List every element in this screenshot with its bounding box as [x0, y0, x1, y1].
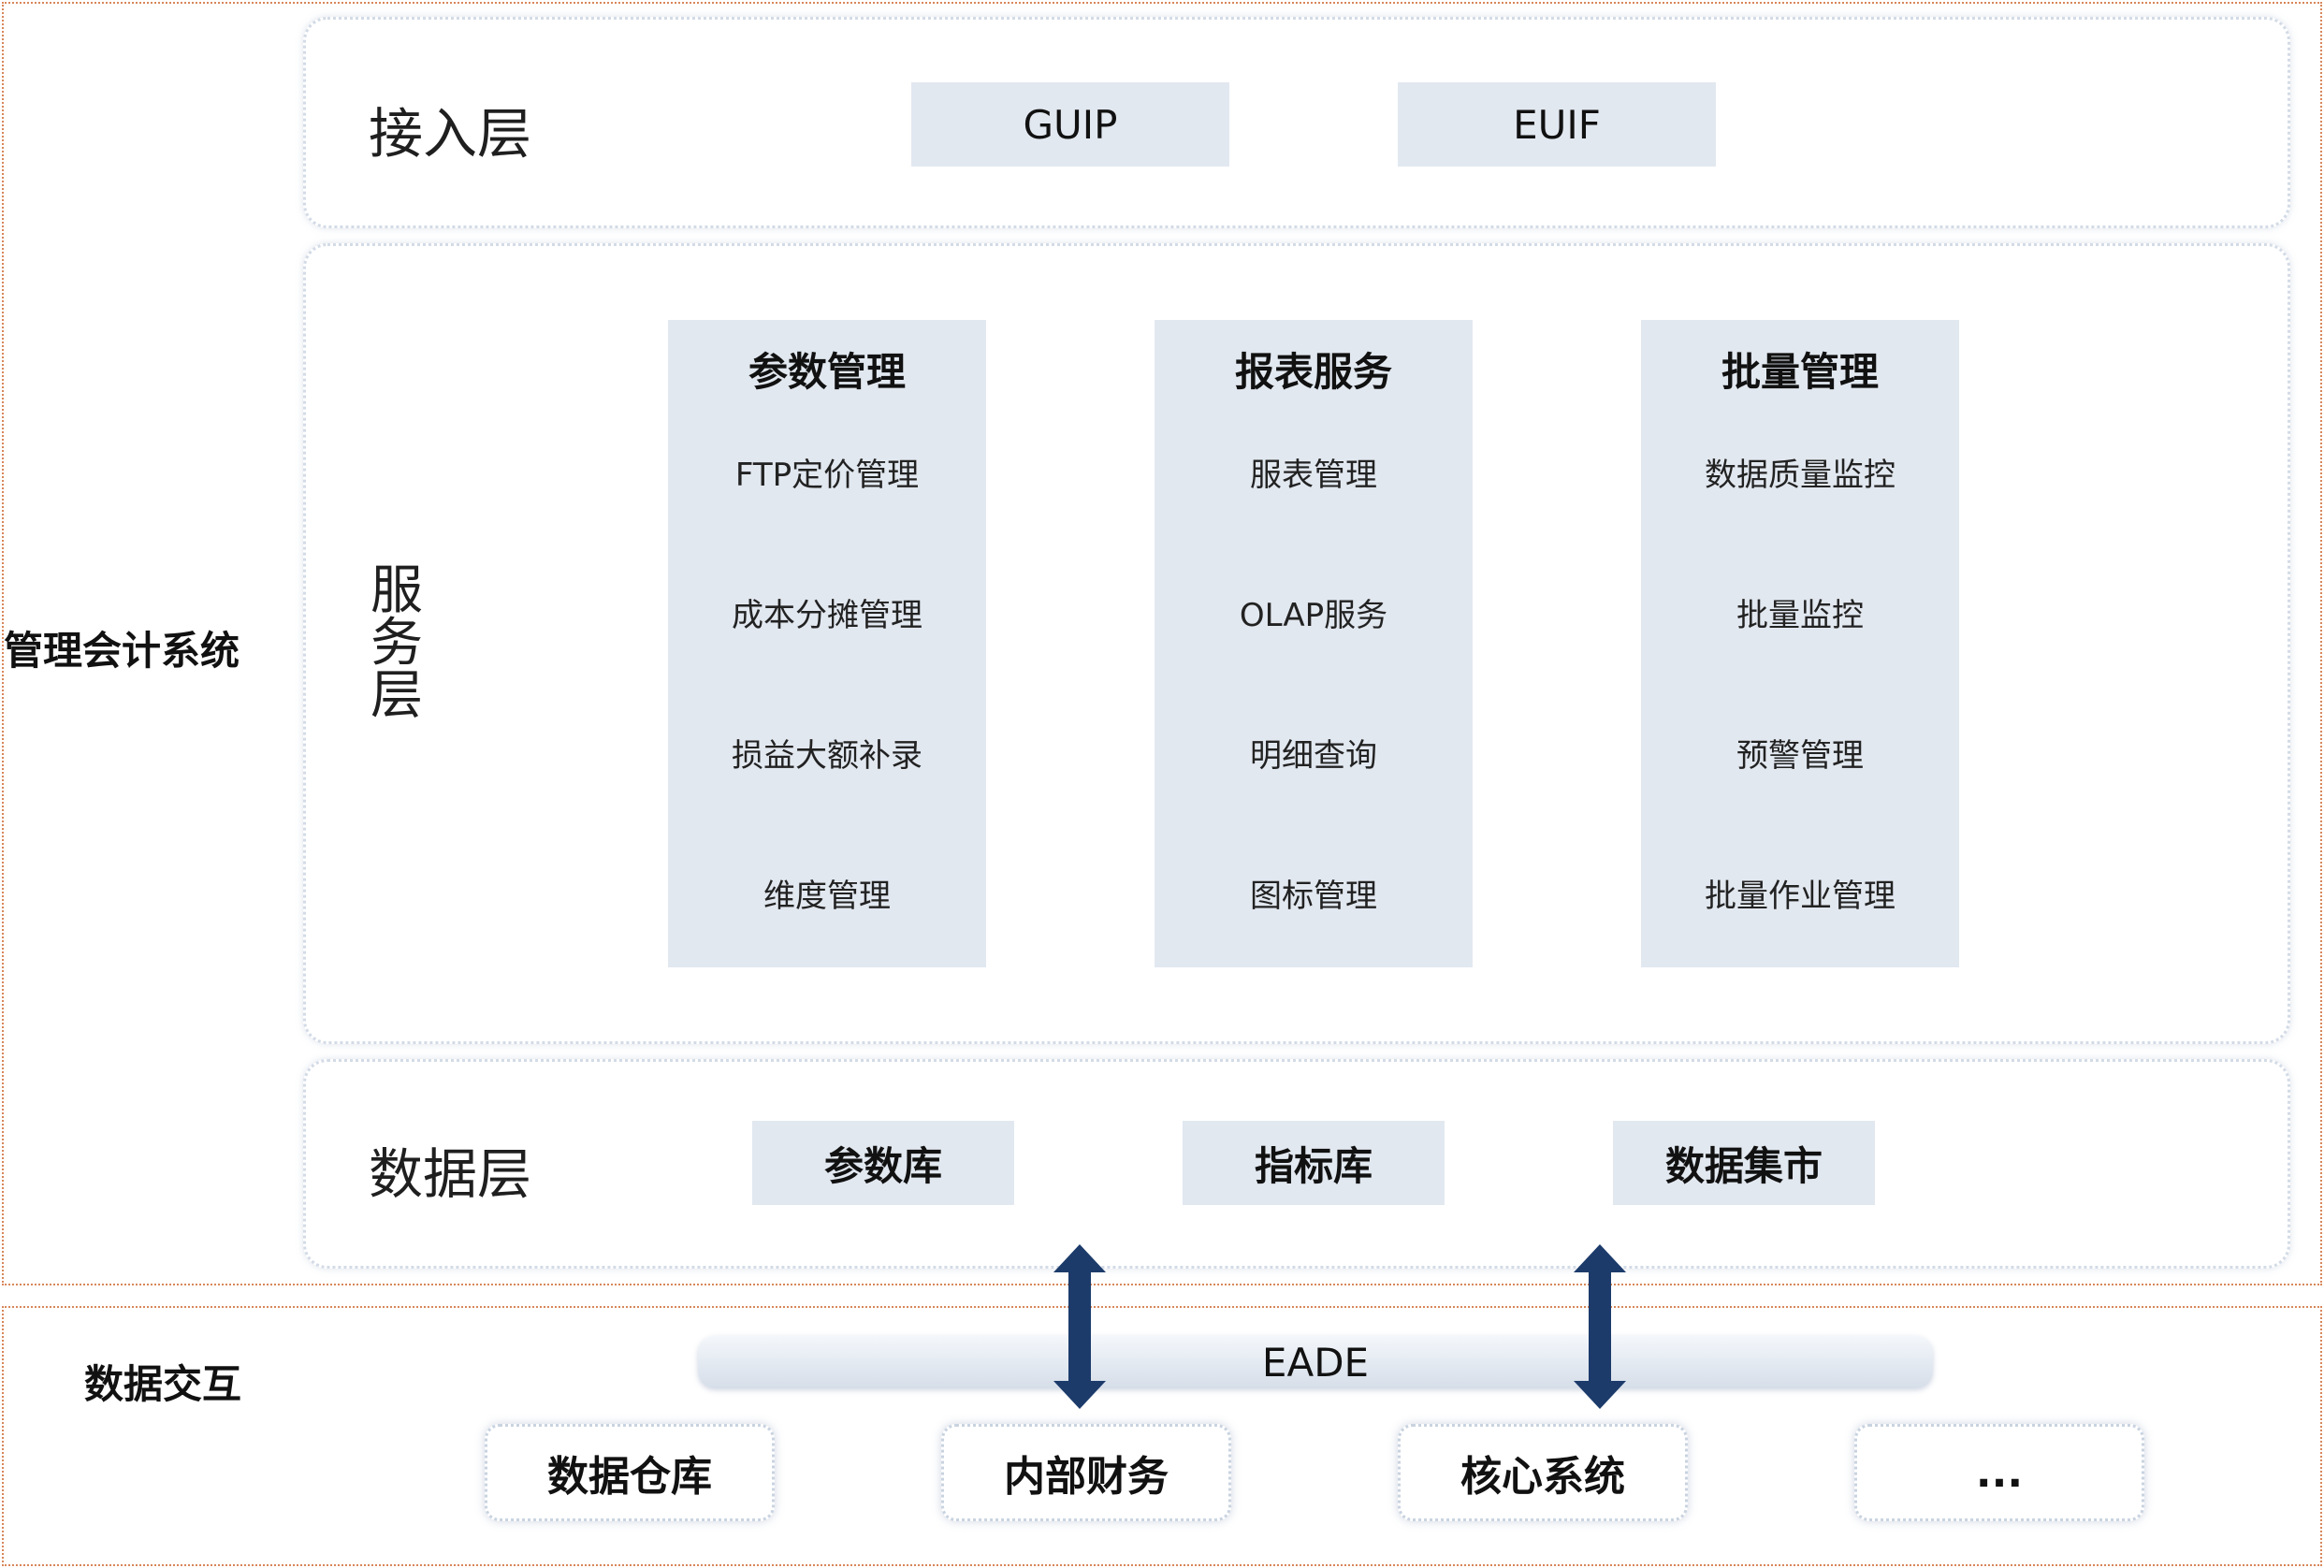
management-accounting-frame: [2, 2, 2322, 1285]
euif-label: EUIF: [1513, 101, 1601, 148]
more-sources-label: ...: [1975, 1448, 2024, 1497]
system-title: 管理会计系统: [4, 628, 240, 674]
service-layer-label: 服务层: [370, 560, 423, 726]
data-warehouse-box: 数据仓库: [485, 1424, 775, 1521]
column-title: 报表服务: [1234, 349, 1392, 395]
parameter-db-box: 参数库: [752, 1121, 1014, 1205]
column-item: FTP定价管理: [734, 457, 920, 494]
indicator-db-box: 指标库: [1183, 1121, 1445, 1205]
guip-box: GUIP: [911, 82, 1229, 167]
column-item: 图标管理: [1250, 878, 1377, 915]
eade-label: EADE: [1261, 1339, 1370, 1386]
column-item: OLAP服务: [1239, 597, 1388, 634]
guip-label: GUIP: [1023, 101, 1118, 148]
access-layer-panel: [303, 17, 2290, 228]
double-arrow-icon: [1053, 1244, 1106, 1409]
core-system-label: 核心系统: [1460, 1453, 1625, 1501]
euif-box: EUIF: [1398, 82, 1716, 167]
internal-finance-box: 内部财务: [941, 1424, 1231, 1521]
data-exchange-frame: [2, 1306, 2322, 1566]
internal-finance-label: 内部财务: [1004, 1453, 1169, 1501]
column-item: 维度管理: [763, 878, 891, 915]
parameter-management-column: 参数管理 FTP定价管理 成本分摊管理 损益大额补录 维度管理: [668, 320, 986, 967]
data-layer-label: 数据层: [369, 1142, 532, 1206]
column-item: 明细查询: [1250, 737, 1377, 775]
parameter-db-label: 参数库: [823, 1142, 942, 1189]
column-title: 批量管理: [1721, 349, 1879, 395]
column-item: 预警管理: [1736, 737, 1864, 775]
double-arrow-icon: [1574, 1244, 1626, 1409]
core-system-box: 核心系统: [1398, 1424, 1688, 1521]
column-item: 数据质量监控: [1705, 457, 1896, 494]
column-title: 参数管理: [748, 349, 906, 395]
data-mart-box: 数据集市: [1613, 1121, 1875, 1205]
data-exchange-label: 数据交互: [84, 1361, 242, 1407]
column-item: 服表管理: [1250, 457, 1377, 494]
column-item: 批量监控: [1736, 597, 1864, 634]
column-item: 损益大额补录: [732, 737, 922, 775]
access-layer-label: 接入层: [369, 102, 532, 166]
column-item: 批量作业管理: [1705, 878, 1896, 915]
data-mart-label: 数据集市: [1664, 1142, 1823, 1189]
batch-management-column: 批量管理 数据质量监控 批量监控 预警管理 批量作业管理: [1641, 320, 1959, 967]
more-sources-box: ...: [1854, 1424, 2144, 1521]
indicator-db-label: 指标库: [1254, 1142, 1373, 1189]
column-item: 成本分摊管理: [732, 597, 922, 634]
data-warehouse-label: 数据仓库: [547, 1453, 712, 1501]
eade-bus: EADE: [698, 1336, 1933, 1388]
report-service-column: 报表服务 服表管理 OLAP服务 明细查询 图标管理: [1155, 320, 1473, 967]
